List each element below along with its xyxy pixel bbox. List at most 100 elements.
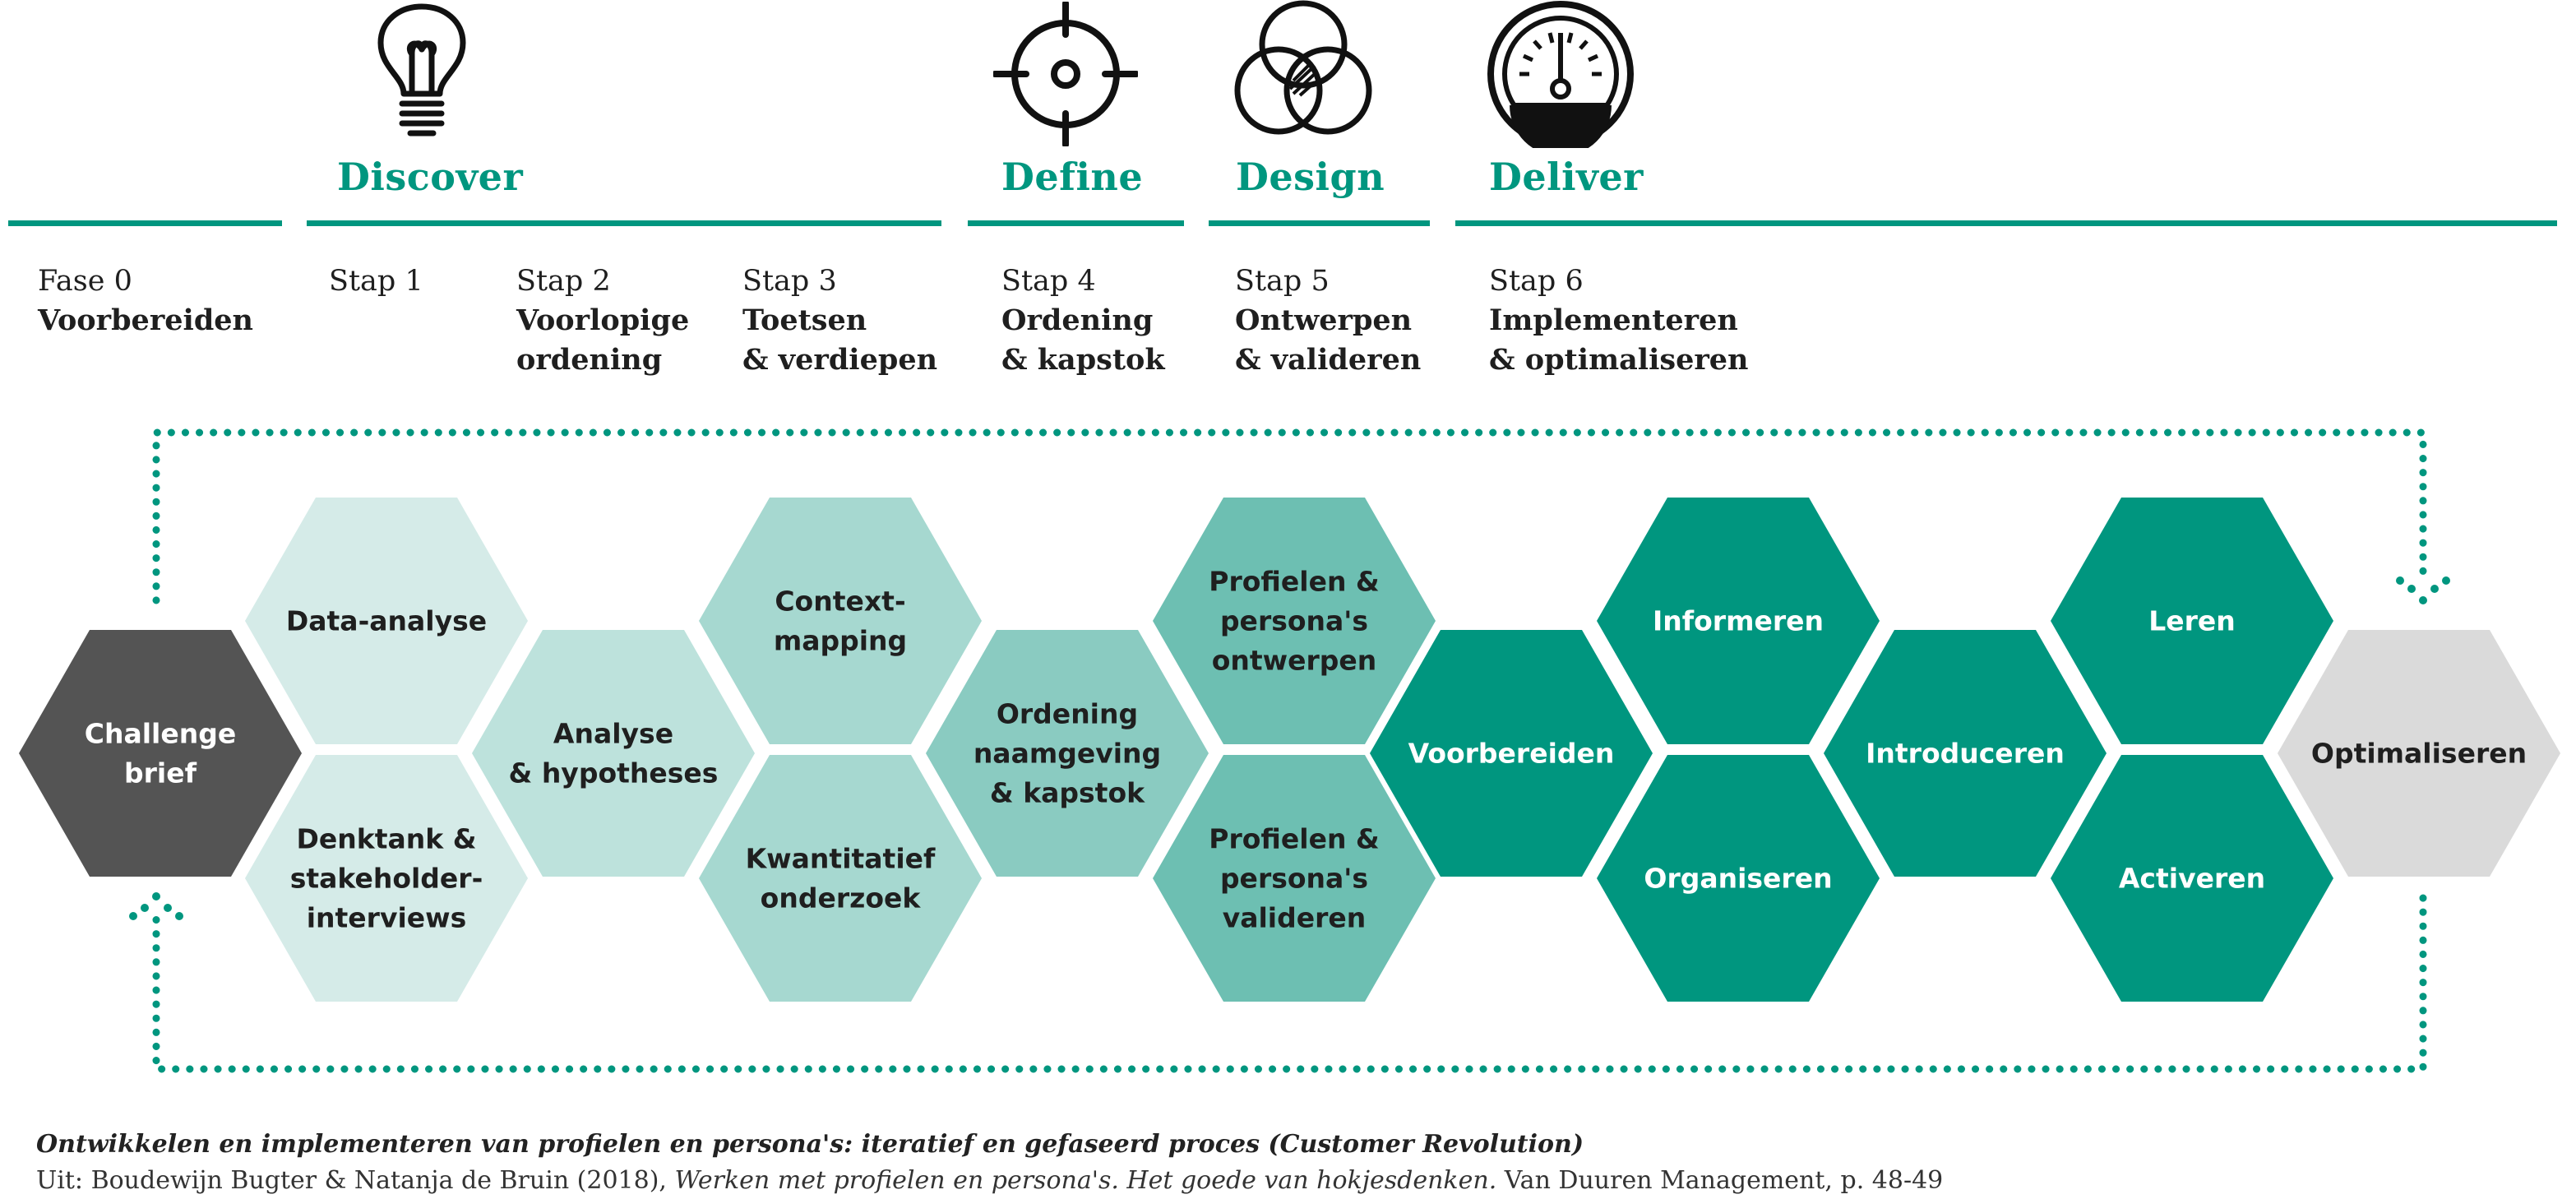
hexagon-label: Optimaliseren [2311, 738, 2527, 770]
hexagon-profielen-ontwerpen: Profielen & persona's ontwerpen [1153, 498, 1436, 744]
hexagon-organiseren: Organiseren [1597, 755, 1880, 1002]
hexagon-shape [245, 498, 528, 744]
loop-arrowhead-up [129, 892, 183, 920]
source-book-title: Werken met profielen en persona's. Het g… [674, 1166, 1497, 1195]
phase-line-define [968, 220, 1184, 226]
hexagon-analyse-hypotheses: Analyse& hypotheses [472, 630, 755, 877]
hexagon-label: persona's [1220, 863, 1368, 895]
hexagon-voorbereiden: Voorbereiden [1370, 630, 1653, 877]
step-name: Implementeren & optimaliseren [1489, 303, 1749, 377]
step-4: Stap 4 Ordening & kapstok [1001, 262, 1165, 380]
step-2: Stap 2 Voorlopige ordening [516, 262, 689, 380]
hexagon-label: valideren [1223, 902, 1367, 934]
hexagon-shape [926, 630, 1209, 877]
phase-title-discover: Discover [337, 155, 524, 199]
hexagon-shape [1370, 630, 1653, 877]
hexagon-label: Leren [2148, 605, 2236, 637]
hexagon-kwantitatief: Kwantitatief onderzoek [699, 755, 982, 1002]
hexagon-label: Activeren [2119, 863, 2265, 895]
step-3: Stap 3 Toetsen & verdiepen [742, 262, 937, 380]
hexagon-leren: Leren [2051, 498, 2333, 744]
step-name: Voorbereiden [38, 303, 254, 337]
hexagon-label: brief [124, 757, 197, 789]
figure-caption-title: Ontwikkelen en implementeren van profiel… [36, 1130, 1584, 1159]
figure-caption-source: Uit: Boudewijn Bugter & Natanja de Bruin… [36, 1166, 1943, 1195]
hexagon-label: Profielen & [1209, 566, 1379, 598]
hexagon-denktank: Denktank & stakeholder-interviews [245, 755, 528, 1002]
hexagon-label: Data-analyse [286, 605, 487, 637]
phase-line-discover [307, 220, 941, 226]
phase-title-design: Design [1236, 155, 1385, 199]
hexagon-shape [472, 630, 755, 877]
step-1: Stap 1 [329, 262, 423, 301]
hexagon-shape [2278, 630, 2560, 877]
hexagon-label: interviews [307, 902, 467, 934]
hexagon-shape [245, 755, 528, 1002]
hexagon-shape [2051, 755, 2333, 1002]
lightbulb-icon [377, 3, 466, 137]
hexagon-label: Organiseren [1644, 863, 1832, 895]
hexagon-label: stakeholder- [290, 863, 483, 895]
step-fase-0: Fase 0 Voorbereiden [38, 262, 253, 340]
hexagon-introduceren: Introduceren [1824, 630, 2107, 877]
hexagon-data-analyse: Data-analyse [245, 498, 528, 744]
hexagon-informeren: Informeren [1597, 498, 1880, 744]
hexagon-label: Introduceren [1866, 738, 2065, 770]
step-number: Stap 6 [1489, 265, 1584, 298]
venn-icon [1234, 0, 1372, 135]
hexagon-label: Ordening [997, 698, 1138, 730]
hexagon-context-mapping: Context-mapping [699, 498, 982, 744]
hexagon-activeren: Activeren [2051, 755, 2333, 1002]
gauge-icon [1487, 1, 1634, 148]
step-number: Stap 4 [1001, 265, 1096, 298]
target-icon [993, 2, 1138, 146]
step-name: Toetsen & verdiepen [742, 303, 938, 377]
hexagon-label: ontwerpen [1212, 645, 1377, 677]
hexagon-label: mapping [774, 625, 907, 657]
hexagon-optimaliseren: Optimaliseren [2278, 630, 2560, 877]
step-name: Voorlopige ordening [516, 303, 690, 377]
hexagon-label: Denktank & [297, 823, 477, 855]
hexagon-shape [2051, 498, 2333, 744]
hexagon-label: persona's [1220, 605, 1368, 637]
step-number: Stap 2 [516, 265, 611, 298]
hexagon-shape [1597, 498, 1880, 744]
hexagon-shape [1597, 755, 1880, 1002]
loop-top-path [152, 428, 2427, 604]
step-number: Stap 1 [329, 265, 423, 298]
step-5: Stap 5 Ontwerpen & valideren [1235, 262, 1421, 380]
hexagon-label: onderzoek [761, 882, 922, 914]
hexagon-label: Kwantitatief [746, 843, 936, 875]
phase-line-deliver [1455, 220, 2557, 226]
hexagon-label: Profielen & [1209, 823, 1379, 855]
iteration-loop [152, 428, 2427, 1073]
phase-title-deliver: Deliver [1489, 155, 1644, 199]
step-name: Ontwerpen & valideren [1235, 303, 1422, 377]
hexagon-shape [19, 630, 302, 877]
hexagon-shape [1153, 755, 1436, 1002]
step-6: Stap 6 Implementeren & optimaliseren [1489, 262, 1749, 380]
hexagon-label: Challenge [85, 718, 236, 750]
hexagon-profielen-valideren: Profielen & persona's valideren [1153, 755, 1436, 1002]
loop-arrowhead-down [2396, 576, 2450, 604]
hexagon-label: Informeren [1653, 605, 1824, 637]
hexagon-label: Context- [775, 586, 905, 618]
step-number: Fase 0 [38, 265, 132, 298]
source-suffix: Van Duuren Management, p. 48-49 [1496, 1166, 1944, 1195]
hexagon-shape [699, 755, 982, 1002]
hexagon-label: & hypotheses [509, 757, 719, 789]
step-number: Stap 3 [742, 265, 837, 298]
source-prefix: Uit: Boudewijn Bugter & Natanja de Bruin… [36, 1166, 675, 1195]
phase-title-define: Define [1001, 155, 1144, 199]
step-name: Ordening & kapstok [1001, 303, 1165, 377]
loop-bottom-path [152, 894, 2427, 1073]
hexagon-shape [1153, 498, 1436, 744]
hexagon-shape [699, 498, 982, 744]
phase-line-fase0 [8, 220, 282, 226]
hexagon-label: & kapstok [990, 777, 1145, 809]
step-number: Stap 5 [1235, 265, 1330, 298]
phase-line-design [1209, 220, 1430, 226]
hexagon-shape [1824, 630, 2107, 877]
